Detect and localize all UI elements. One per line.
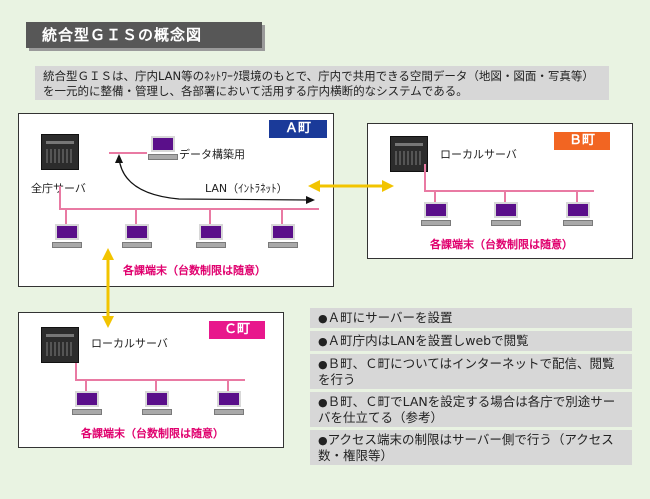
town-a-lan-line bbox=[59, 208, 319, 210]
town-b-drop-2 bbox=[504, 190, 506, 202]
bullet-marker: ● bbox=[318, 335, 328, 348]
server-data-link bbox=[109, 152, 147, 154]
lan-curve-arrow bbox=[115, 154, 315, 204]
town-b-server-drop bbox=[424, 164, 426, 192]
page-title: 統合型ＧＩＳの概念図 bbox=[26, 22, 262, 48]
summary-item: ●Ａ町庁内はLANを設置しwebで閲覧 bbox=[310, 331, 632, 351]
a-b-connector bbox=[308, 180, 394, 192]
town-c-terminals-label: 各課端末（台数制限は随意） bbox=[81, 427, 224, 440]
town-a-terminals-label: 各課端末（台数制限は随意） bbox=[123, 264, 266, 277]
town-c-server-icon bbox=[41, 327, 79, 363]
summary-list: ●Ａ町にサーバーを設置 ●Ａ町庁内はLANを設置しwebで閲覧 ●Ｂ町、Ｃ町につ… bbox=[310, 308, 632, 468]
town-a-server-icon bbox=[41, 134, 79, 170]
summary-item: ●Ｂ町、Ｃ町についてはインターネットで配信、閲覧を行う bbox=[310, 354, 632, 389]
summary-item: ●Ａ町にサーバーを設置 bbox=[310, 308, 632, 328]
town-b-label: Ｂ町 bbox=[554, 132, 610, 150]
town-b-lan-line bbox=[424, 190, 594, 192]
town-a-server-drop bbox=[59, 186, 61, 210]
town-b-server-icon bbox=[390, 136, 428, 172]
town-a-drop-4 bbox=[281, 208, 283, 224]
town-b-terminal-icon bbox=[421, 202, 451, 228]
data-pc-icon bbox=[148, 136, 178, 162]
town-c-server-label: ローカルサーバ bbox=[91, 337, 168, 350]
lan-label: LAN（ｲﾝﾄﾗﾈｯﾄ） bbox=[205, 182, 288, 195]
town-c-server-drop bbox=[75, 363, 77, 381]
town-c-label: Ｃ町 bbox=[209, 321, 265, 339]
town-b-terminal-icon bbox=[491, 202, 521, 228]
town-b-panel: Ｂ町 ローカルサーバ 各課端末（台数制限は随意） bbox=[367, 123, 633, 259]
town-b-drop-1 bbox=[434, 190, 436, 202]
town-a-panel: Ａ町 全庁サーバ データ構築用 LAN（ｲﾝﾄﾗﾈｯﾄ） 各課端末（台数制限は随… bbox=[18, 113, 334, 287]
town-b-server-label: ローカルサーバ bbox=[440, 148, 517, 161]
bullet-marker: ● bbox=[318, 396, 328, 409]
town-a-drop-2 bbox=[135, 208, 137, 224]
bullet-marker: ● bbox=[318, 434, 328, 447]
town-c-terminal-icon bbox=[72, 391, 102, 417]
town-c-drop-2 bbox=[155, 379, 157, 391]
summary-item: ●アクセス端末の制限はサーバー側で行う（アクセス数・権限等） bbox=[310, 430, 632, 465]
town-b-terminals-label: 各課端末（台数制限は随意） bbox=[430, 238, 573, 251]
town-a-server-label: 全庁サーバ bbox=[31, 180, 86, 196]
town-a-terminal-icon bbox=[196, 224, 226, 250]
town-b-drop-3 bbox=[576, 190, 578, 202]
town-c-panel: Ｃ町 ローカルサーバ 各課端末（台数制限は随意） bbox=[18, 312, 284, 448]
town-a-drop-1 bbox=[65, 208, 67, 224]
town-c-terminal-icon bbox=[142, 391, 172, 417]
town-c-drop-3 bbox=[227, 379, 229, 391]
bullet-marker: ● bbox=[318, 358, 328, 371]
town-a-terminal-icon bbox=[268, 224, 298, 250]
a-c-connector bbox=[102, 248, 114, 328]
town-c-drop-1 bbox=[85, 379, 87, 391]
town-a-label: Ａ町 bbox=[269, 120, 327, 138]
description: 統合型ＧＩＳは、庁内LAN等のﾈｯﾄﾜｰｸ環境のもとで、庁内で共用できる空間デー… bbox=[35, 66, 609, 100]
town-c-lan-line bbox=[75, 379, 245, 381]
town-a-terminal-icon bbox=[122, 224, 152, 250]
town-a-terminal-icon bbox=[52, 224, 82, 250]
town-c-terminal-icon bbox=[214, 391, 244, 417]
data-pc-label: データ構築用 bbox=[179, 148, 245, 161]
town-a-drop-3 bbox=[209, 208, 211, 224]
bullet-marker: ● bbox=[318, 312, 328, 325]
town-b-terminal-icon bbox=[563, 202, 593, 228]
summary-item: ●Ｂ町、Ｃ町でLANを設定する場合は各庁で別途サーバを仕立てる（参考） bbox=[310, 392, 632, 427]
